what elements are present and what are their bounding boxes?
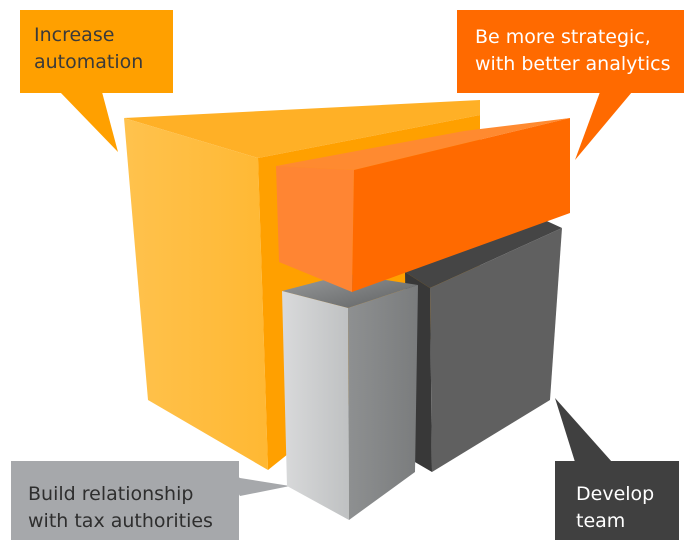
callout-develop-box	[555, 461, 679, 540]
callout-relationship	[11, 461, 290, 540]
callout-strategic-pointer	[575, 92, 632, 160]
top-bar-side	[276, 166, 354, 292]
top-bar-top	[276, 118, 570, 170]
light-pillar	[282, 274, 418, 520]
callout-strategic-line-1: Be more strategic,	[475, 26, 651, 48]
top-bar-front	[352, 118, 570, 292]
callout-develop-pointer	[555, 398, 612, 462]
callout-develop-line-2: team	[576, 510, 626, 532]
large-cube-side	[124, 118, 268, 470]
callout-relationship-text: Build relationship with tax authorities	[28, 481, 213, 535]
callout-strategic	[457, 10, 684, 160]
callout-automation-box	[20, 10, 173, 93]
top-bar	[276, 118, 570, 292]
callout-strategic-box	[457, 10, 684, 93]
callout-develop-text: Develop team	[576, 481, 654, 535]
light-pillar-front	[282, 291, 349, 520]
callout-automation-pointer	[60, 92, 118, 152]
callout-automation	[20, 10, 173, 152]
dark-pillar-front	[430, 228, 562, 472]
callout-strategic-text: Be more strategic, with better analytics	[475, 24, 670, 78]
callout-automation-line-2: automation	[34, 51, 144, 73]
callout-relationship-line-2: with tax authorities	[28, 510, 213, 532]
callout-relationship-line-1: Build relationship	[28, 483, 194, 505]
large-cube-top	[124, 100, 480, 158]
callout-develop-line-1: Develop	[576, 483, 655, 505]
light-pillar-side	[348, 285, 418, 520]
callout-strategic-line-2: with better analytics	[475, 53, 671, 75]
callout-relationship-box	[11, 461, 239, 540]
dark-pillar-top	[405, 217, 562, 288]
callout-automation-line-1: Increase	[34, 24, 115, 46]
callout-develop	[555, 398, 679, 540]
callout-automation-text: Increase automation	[34, 22, 143, 76]
